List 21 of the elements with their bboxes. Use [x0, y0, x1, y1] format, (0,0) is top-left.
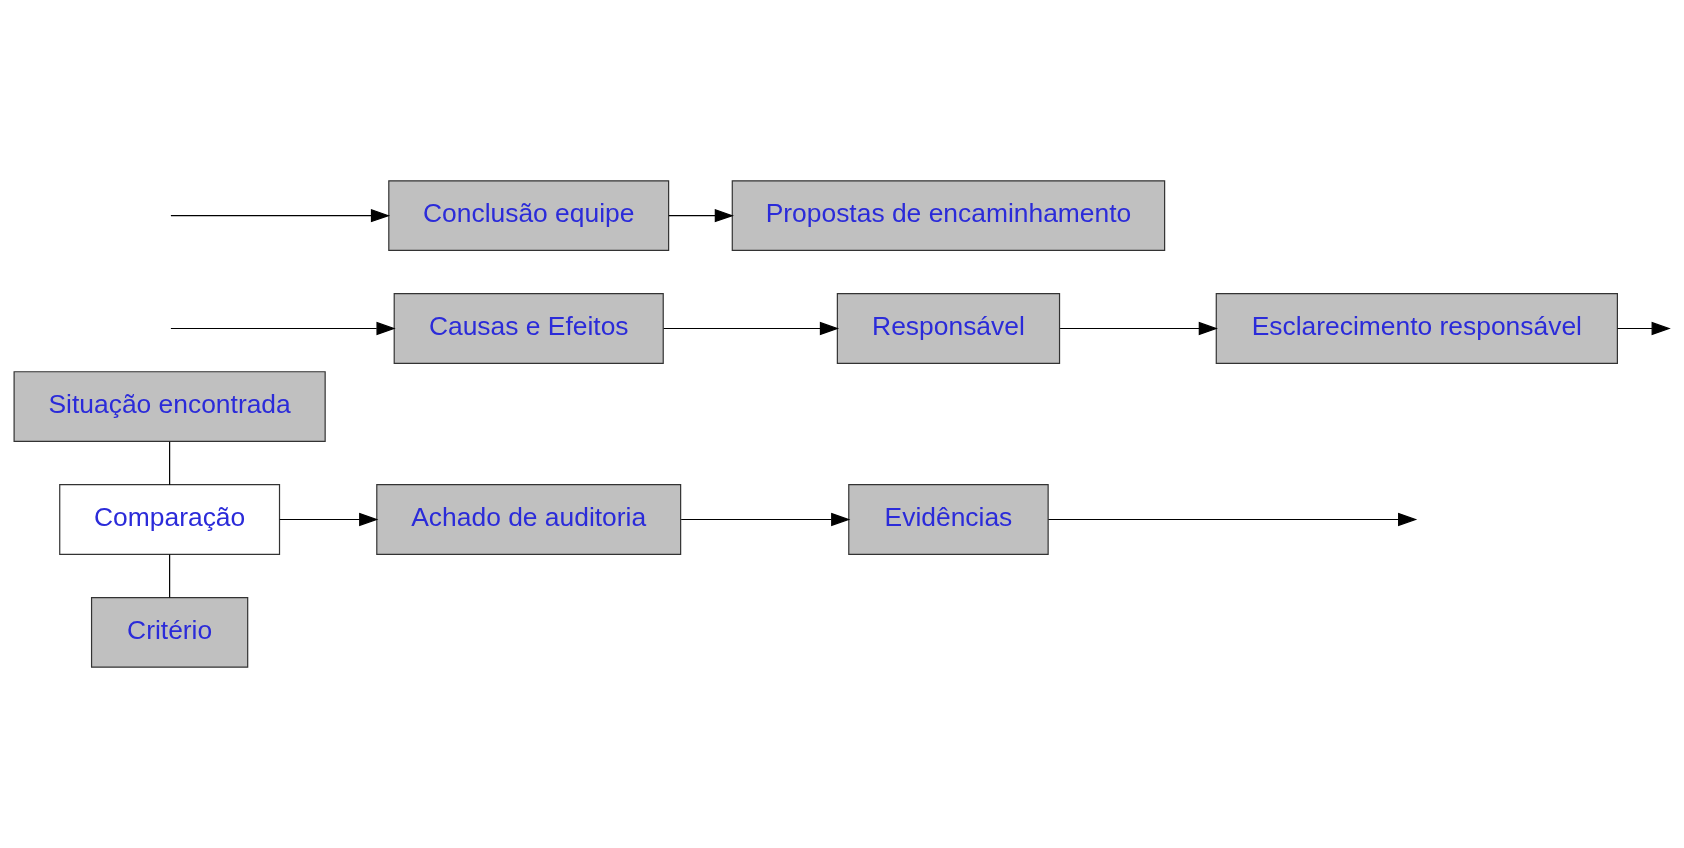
arrow [1617, 321, 1671, 336]
arrow [170, 208, 391, 223]
connector [169, 553, 171, 599]
node-box: Achado de auditoria [376, 484, 682, 555]
arrow [668, 208, 734, 223]
node-box: Conclusão equipe [388, 180, 670, 252]
node-box: Situação encontrada [13, 371, 326, 442]
node-box: Causas e Efeitos [393, 293, 664, 364]
node-box: Evidências [848, 484, 1049, 555]
node-box: Esclarecimento responsável [1215, 293, 1618, 364]
arrow [279, 512, 379, 527]
arrow [170, 321, 396, 336]
connector [169, 441, 171, 486]
node-box: Responsável [836, 293, 1061, 364]
arrow [663, 321, 840, 336]
arrow [1059, 321, 1218, 336]
arrow [680, 512, 851, 527]
node-box: Comparação [59, 484, 281, 555]
arrow [1047, 512, 1418, 527]
node-box: Critério [90, 596, 249, 668]
node-box: Propostas de encaminhamento [731, 180, 1166, 252]
